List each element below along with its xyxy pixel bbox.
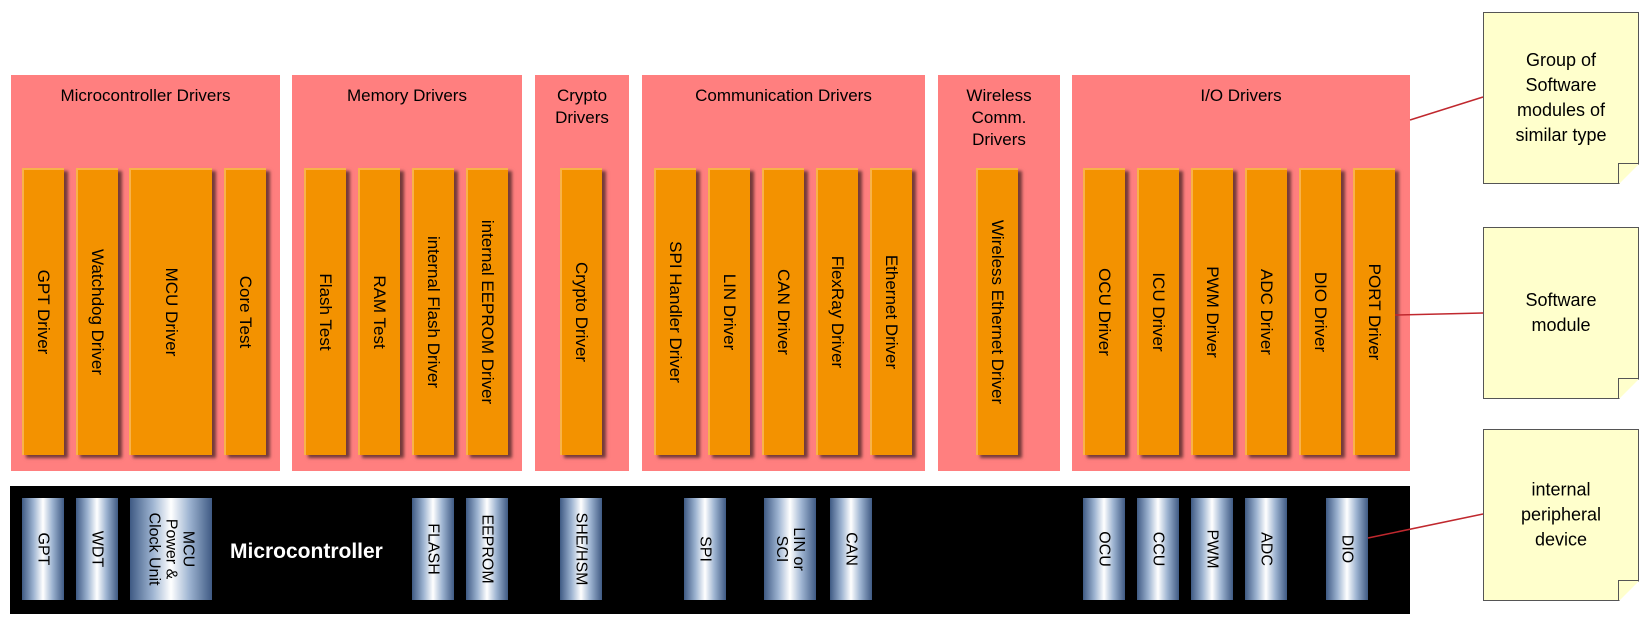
module-ram-test: RAM Test: [358, 168, 400, 455]
module-lin-driver: LIN Driver: [708, 168, 750, 455]
note-peripheral-legend: internal peripheral device: [1483, 429, 1639, 601]
peripheral-can: CAN: [830, 498, 872, 600]
connector-group: [1409, 96, 1484, 121]
module-flash-test: Flash Test: [304, 168, 346, 455]
group-title: I/O Drivers: [1200, 86, 1282, 105]
module-watchdog-driver: Watchdog Driver: [76, 168, 118, 455]
peripheral-gpt: GPT: [22, 498, 64, 600]
peripheral-ocu: OCU: [1083, 498, 1125, 600]
connector-peripheral: [1367, 513, 1484, 539]
module-gpt-driver: GPT Driver: [22, 168, 64, 455]
module-can-driver: CAN Driver: [762, 168, 804, 455]
module-ethernet-driver: Ethernet Driver: [870, 168, 912, 455]
note-text: Group of Software modules of similar typ…: [1515, 50, 1607, 145]
module-dio-driver: DIO Driver: [1299, 168, 1341, 455]
group-title: Microcontroller Drivers: [60, 86, 231, 105]
peripheral-ccu: CCU: [1137, 498, 1179, 600]
module-spi-handler-driver: SPI Handler Driver: [654, 168, 696, 455]
module-flexray-driver: FlexRay Driver: [816, 168, 858, 455]
note-module-legend: Software module: [1483, 227, 1639, 399]
peripheral-she-hsm: SHE/HSM: [560, 498, 602, 600]
module-icu-driver: ICU Driver: [1137, 168, 1179, 455]
module-ocu-driver: OCU Driver: [1083, 168, 1125, 455]
peripheral-spi: SPI: [684, 498, 726, 600]
peripheral-wdt: WDT: [76, 498, 118, 600]
microcontroller-label: Microcontroller: [230, 540, 383, 563]
peripheral-adc: ADC: [1245, 498, 1287, 600]
peripheral-mcu-power-clock: MCU Power & Clock Unit: [130, 498, 212, 600]
module-crypto-driver: Crypto Driver: [560, 168, 602, 455]
peripheral-eeprom: EEPROM: [466, 498, 508, 600]
peripheral-lin-sci: LIN or SCI: [764, 498, 816, 600]
module-wireless-ethernet-driver: Wireless Ethernet Driver: [976, 168, 1018, 455]
note-text: Software module: [1525, 290, 1597, 335]
connector-module: [1394, 312, 1484, 316]
group-title: Crypto Drivers: [555, 86, 609, 127]
module-core-test: Core Test: [224, 168, 266, 455]
group-title: Wireless Comm. Drivers: [966, 86, 1032, 149]
module-adc-driver: ADC Driver: [1245, 168, 1287, 455]
peripheral-flash: FLASH: [412, 498, 454, 600]
note-group-legend: Group of Software modules of similar typ…: [1483, 12, 1639, 184]
group-title: Communication Drivers: [695, 86, 872, 105]
module-port-driver: PORT Driver: [1353, 168, 1395, 455]
peripheral-pwm: PWM: [1191, 498, 1233, 600]
note-text: internal peripheral device: [1520, 479, 1602, 550]
module-mcu-driver: MCU Driver: [129, 168, 212, 455]
peripheral-dio: DIO: [1326, 498, 1368, 600]
module-internal-flash-driver: internal Flash Driver: [412, 168, 454, 455]
module-pwm-driver: PWM Driver: [1191, 168, 1233, 455]
module-internal-eeprom-driver: internal EEPROM Driver: [466, 168, 508, 455]
group-title: Memory Drivers: [347, 86, 467, 105]
